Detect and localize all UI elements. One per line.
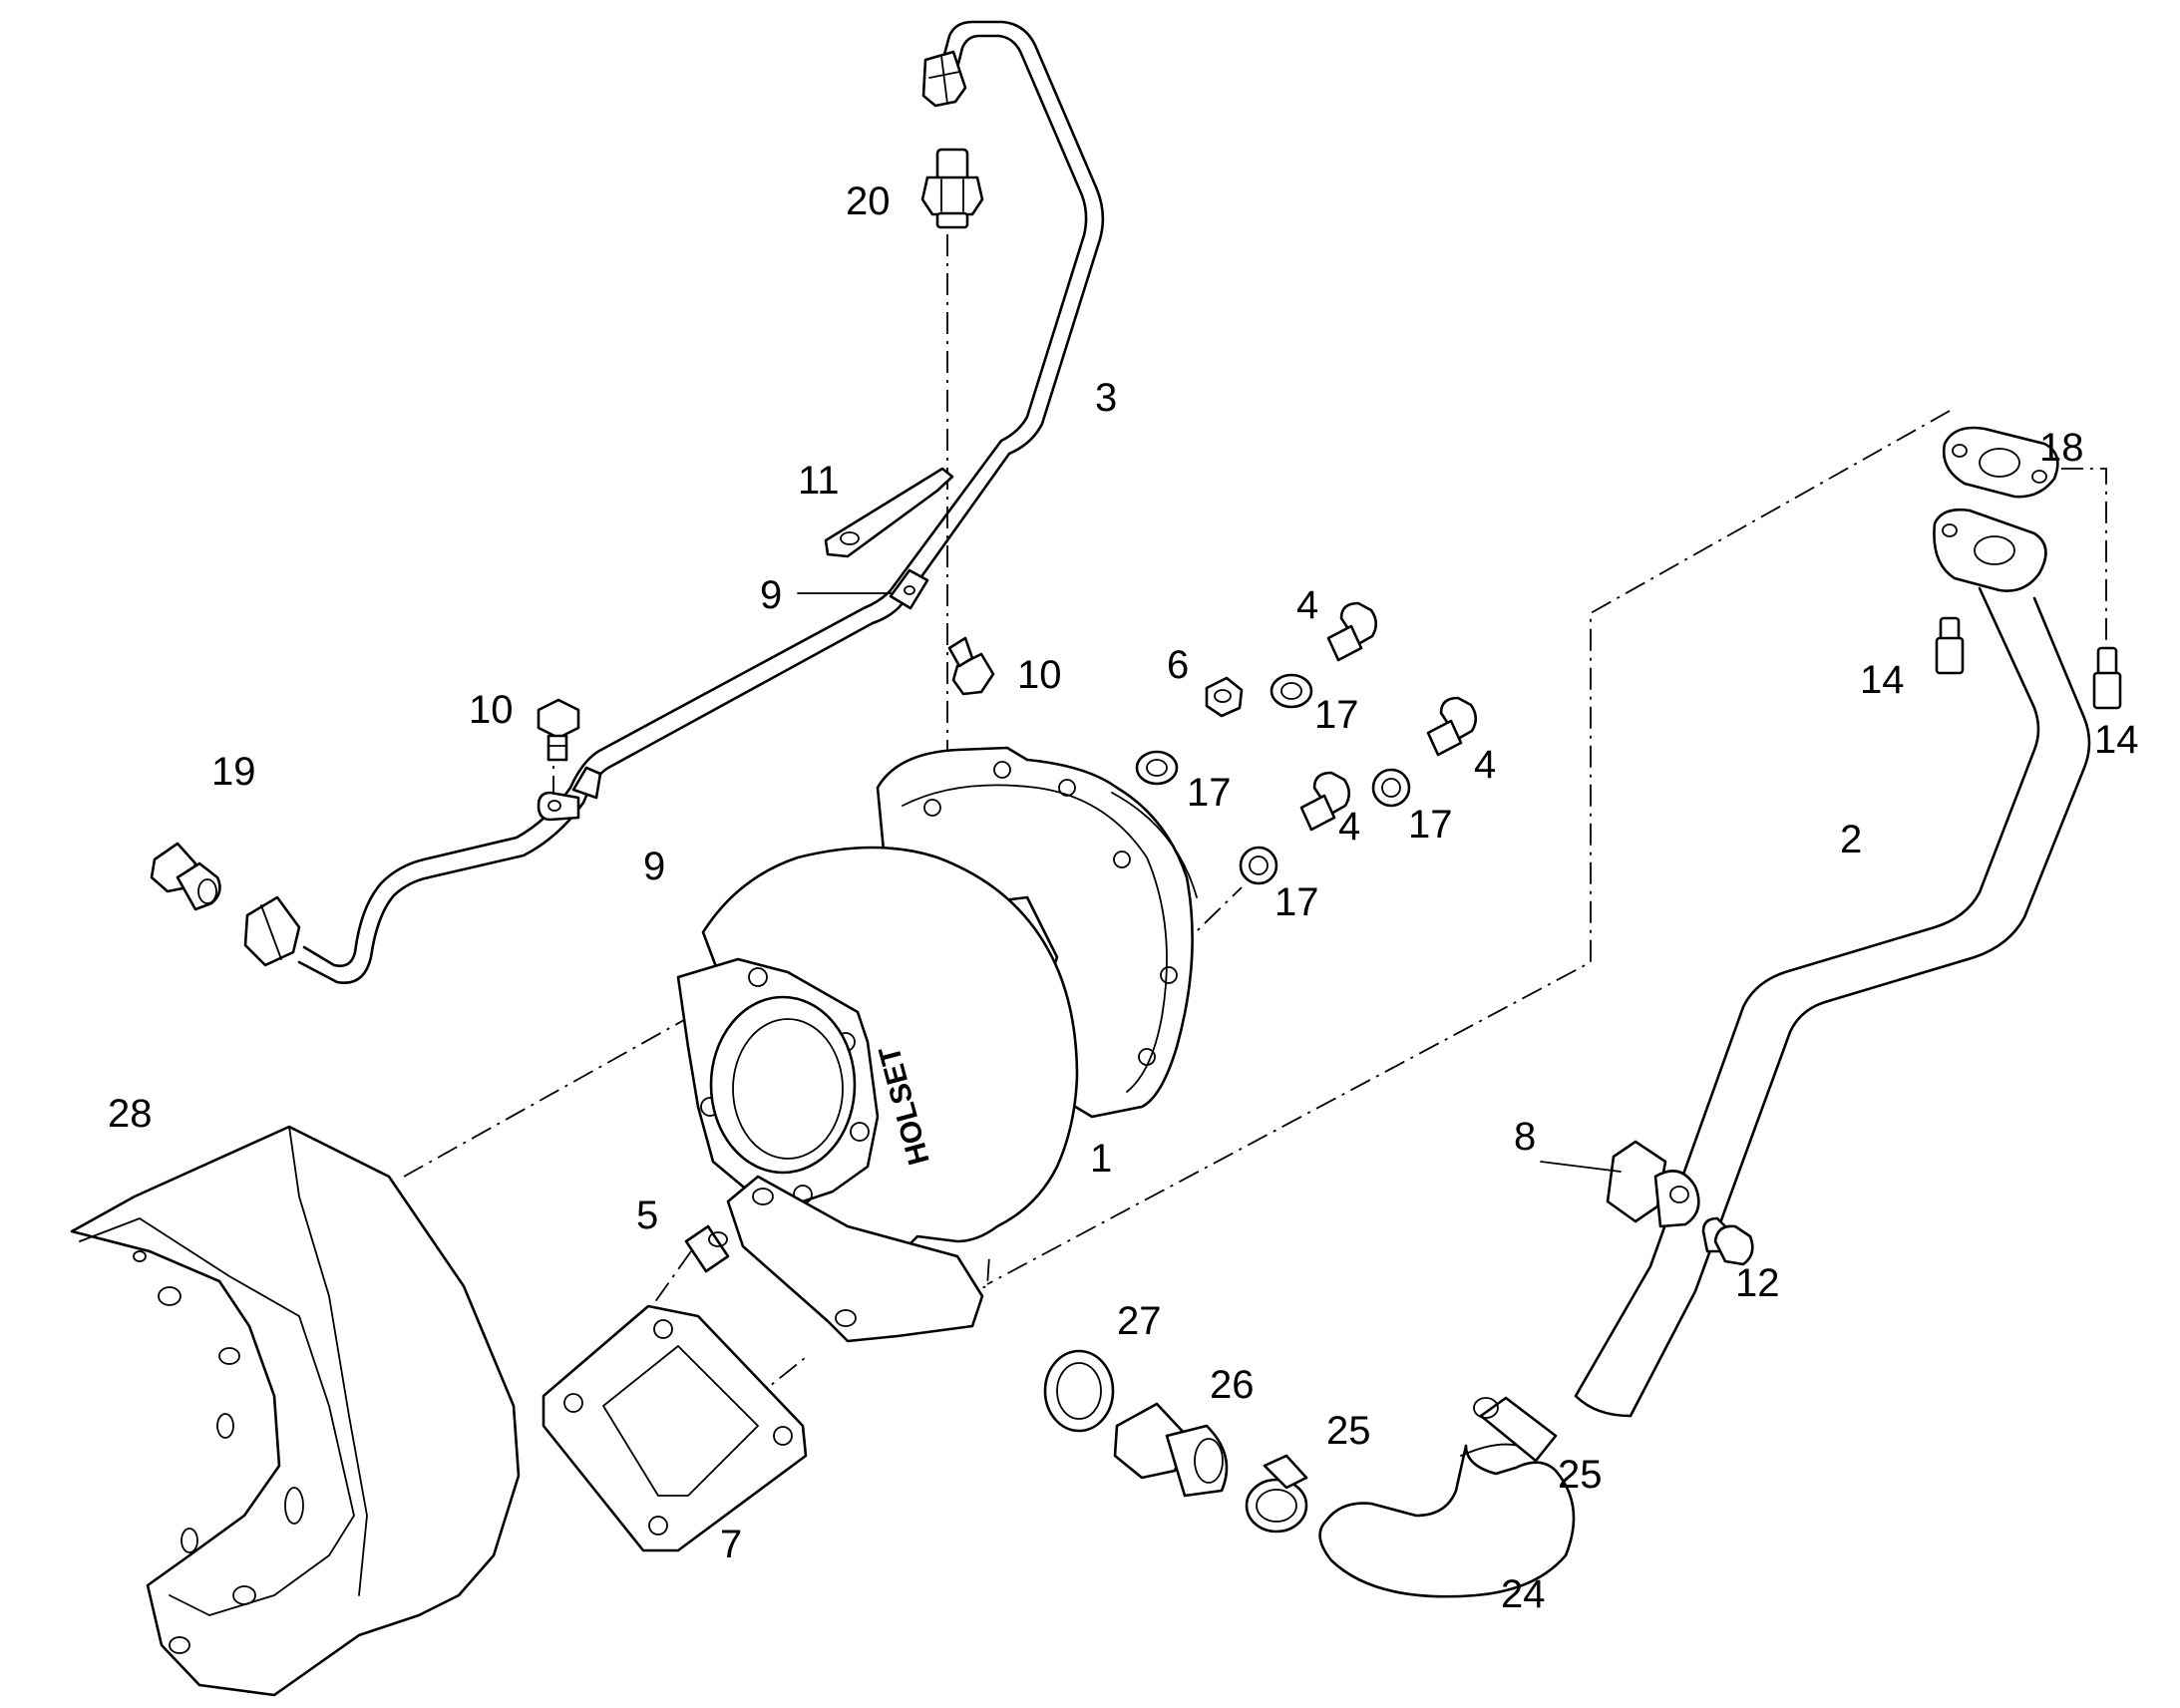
turbo-gasket [542, 1304, 808, 1552]
callout-8: 8 [1514, 1115, 1536, 1159]
fitting-19 [150, 842, 221, 911]
oil-drain-pipe [1574, 586, 2091, 1418]
screw-14-right [2092, 646, 2122, 710]
screw-14-left [1935, 616, 1965, 675]
callout-17d: 17 [1274, 880, 1319, 924]
callout-4c: 4 [1338, 805, 1360, 849]
callout-10a: 10 [469, 688, 514, 732]
callout-17a: 17 [1314, 693, 1359, 737]
hose-clamp-25a [1473, 1396, 1558, 1463]
callout-7: 7 [720, 1523, 742, 1566]
stud-4-top [1326, 601, 1378, 662]
adapter-fitting-20 [920, 148, 984, 229]
callout-1: 1 [1090, 1137, 1112, 1181]
callout-17b: 17 [1187, 771, 1232, 815]
washer-17a [1270, 673, 1313, 709]
callout-26: 26 [1210, 1363, 1255, 1407]
callout-28: 28 [108, 1092, 153, 1136]
nut-6 [1205, 676, 1244, 718]
pipe-clamp-8 [1606, 1140, 1700, 1228]
callout-9a: 9 [760, 573, 782, 617]
drain-flange [1933, 509, 2047, 592]
callout-9b: 9 [643, 845, 665, 888]
callout-18: 18 [2039, 426, 2084, 470]
fitting-26 [1113, 1402, 1229, 1498]
hose-clamp-25b [1245, 1454, 1308, 1534]
callout-4a: 4 [1296, 583, 1318, 627]
callout-24: 24 [1501, 1572, 1546, 1616]
flange-gasket-18 [1942, 426, 2059, 499]
callout-10b: 10 [1017, 653, 1062, 697]
washer-17c [1371, 768, 1411, 808]
dowel-5 [684, 1224, 730, 1273]
fitting-12 [1701, 1216, 1754, 1266]
callout-19: 19 [211, 750, 256, 794]
callouts: 1 2 3 4 4 4 5 6 7 8 9 9 10 10 11 12 14 1… [108, 179, 2139, 1616]
bolt-10 [537, 698, 580, 762]
pipe-bracket [824, 467, 954, 558]
turbocharger: HOLSET [676, 746, 1198, 1343]
bolt-10-upper [947, 636, 995, 696]
callout-leaders [797, 592, 1622, 1173]
stud-4-right [1426, 696, 1478, 757]
oil-feed-pipe [243, 20, 1105, 985]
callout-27: 27 [1117, 1299, 1162, 1343]
callout-11: 11 [798, 459, 840, 503]
heat-shield [70, 1125, 521, 1697]
callout-20: 20 [846, 179, 891, 223]
callout-14b: 14 [2094, 718, 2139, 762]
callout-5: 5 [636, 1194, 658, 1237]
callout-12: 12 [1735, 1261, 1780, 1305]
callout-2: 2 [1840, 818, 1862, 861]
callout-25b: 25 [1558, 1453, 1603, 1497]
callout-4b: 4 [1474, 743, 1496, 787]
callout-14a: 14 [1860, 658, 1905, 702]
washer-17b [1135, 750, 1179, 786]
callout-25a: 25 [1326, 1409, 1371, 1453]
stud-4-mid [1299, 771, 1351, 832]
callout-6: 6 [1167, 643, 1189, 687]
washer-17d [1239, 846, 1278, 885]
callout-17c: 17 [1408, 803, 1453, 847]
callout-3: 3 [1095, 376, 1117, 420]
seal-ring-27 [1043, 1349, 1115, 1433]
